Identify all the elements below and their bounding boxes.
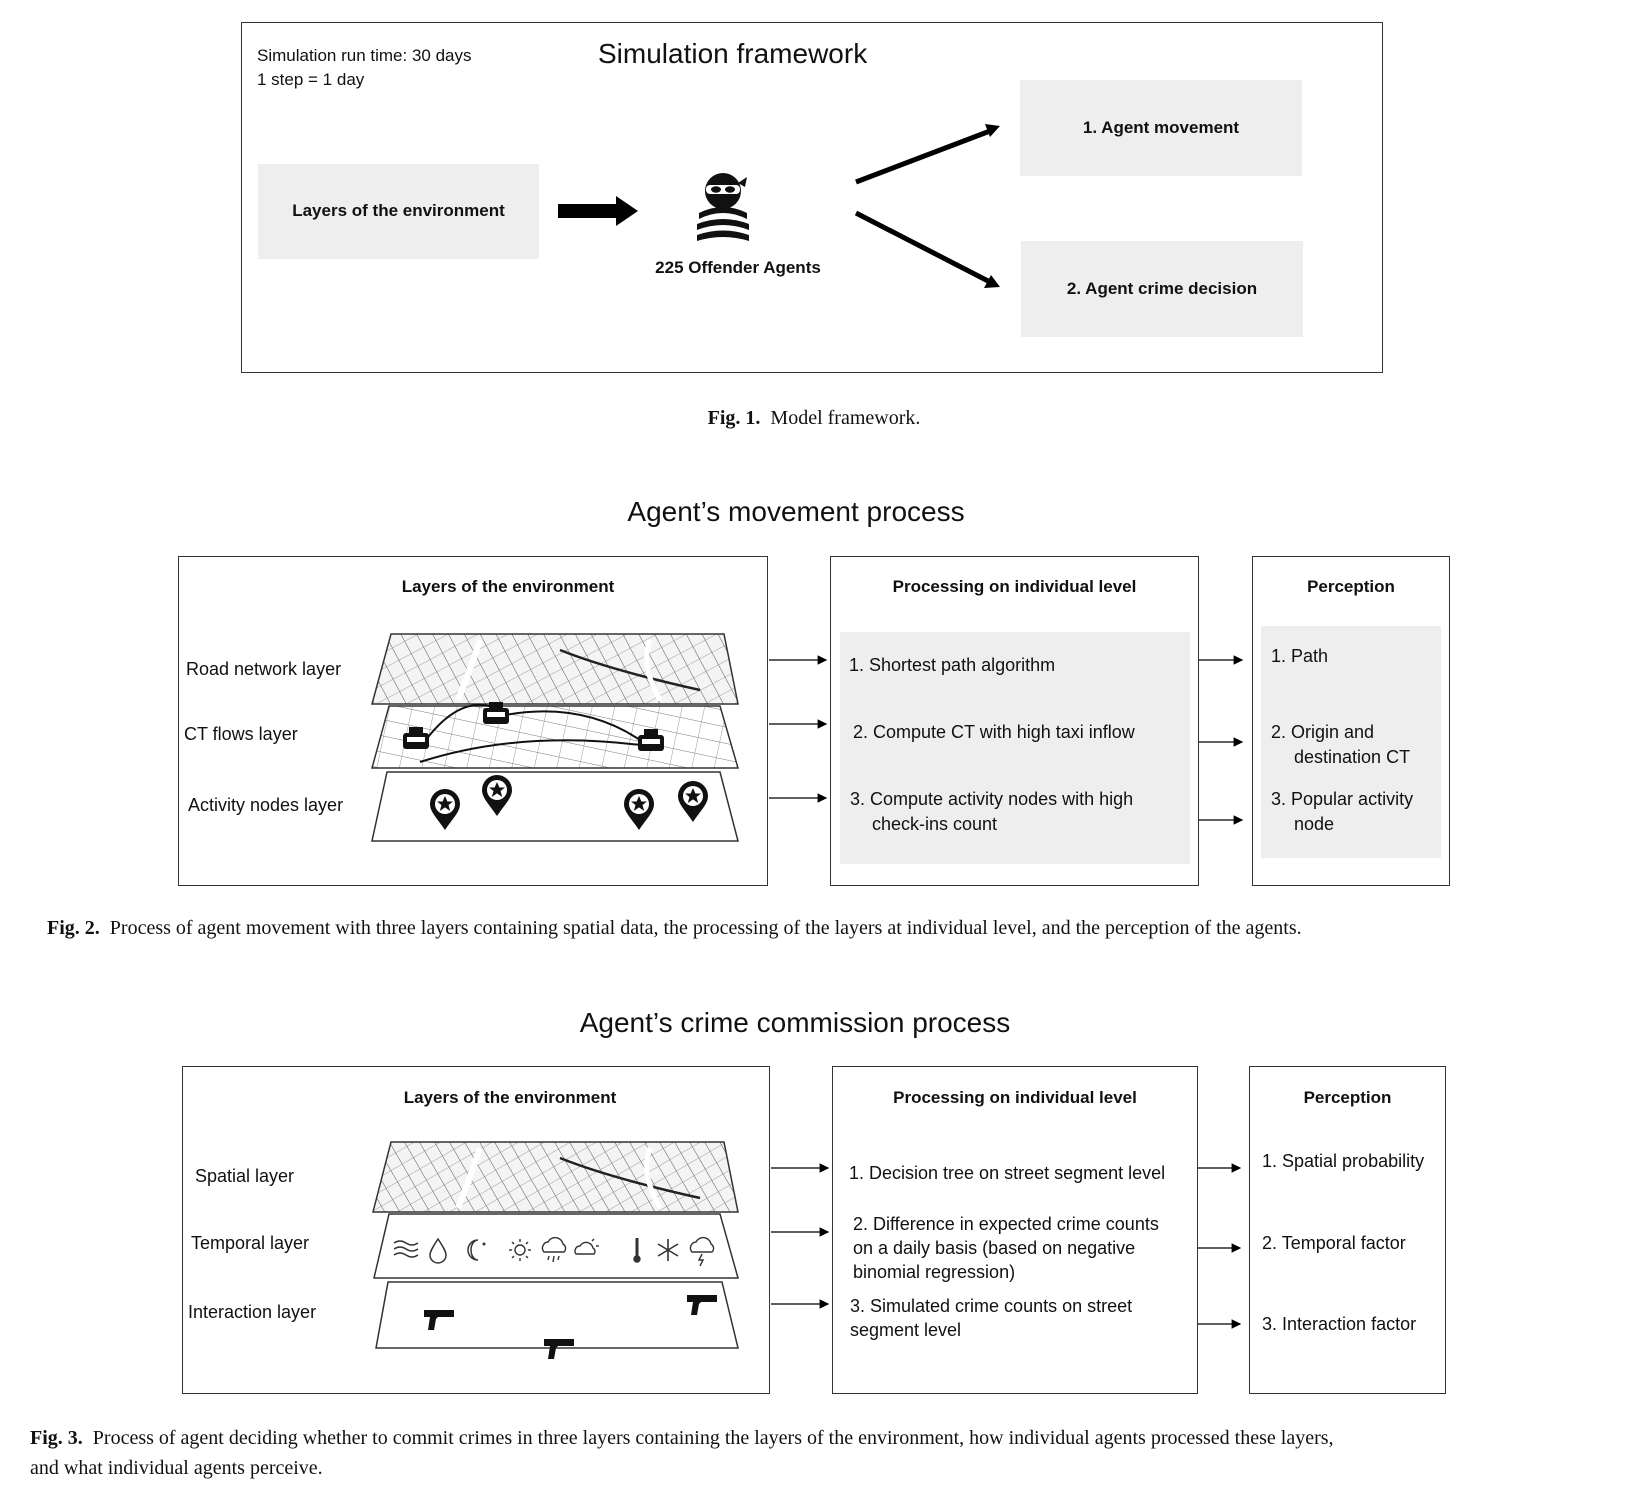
fig2-proc-item-3a: 3. Compute activity nodes with high — [850, 789, 1134, 809]
fig2-proc-header: Processing on individual level — [892, 577, 1137, 596]
fig1-outcome2-box — [1021, 241, 1303, 337]
fig2-activity-nodes-map — [371, 771, 739, 842]
fig2-perc-item-2a: 2. Origin and — [1271, 722, 1375, 742]
fig2-perc-item-3a: 3. Popular activity — [1271, 789, 1414, 809]
fig3-caption-label: Fig. 3. — [30, 1427, 83, 1449]
fig2-layer-label-activity: Activity nodes layer — [188, 795, 344, 815]
fig3-title: Agent’s crime commission process — [579, 1007, 1011, 1038]
fig2-layer-label-ct: CT flows layer — [184, 724, 298, 744]
fig2-proc-item-2: 2. Compute CT with high taxi inflow — [853, 722, 1135, 742]
fig1-outcome1-box — [1020, 80, 1302, 176]
fig3-caption-line1: Fig. 3. Process of agent deciding whethe… — [30, 1423, 1610, 1453]
fig2-layer-label-road: Road network layer — [186, 659, 342, 679]
fig3-interaction-layer — [375, 1281, 739, 1359]
rain-cloud-icon — [541, 1236, 567, 1263]
fig2-ct-flows-map — [371, 702, 739, 769]
fig2-perc-item-3b: node — [1294, 814, 1335, 834]
taxi-icon — [403, 727, 429, 749]
fig2-road-network-map — [371, 633, 739, 705]
taxi-icon — [638, 729, 664, 751]
fig2-proc-item-1: 1. Shortest path algorithm — [849, 655, 1056, 675]
fig2-perc-item-2b: destination CT — [1294, 747, 1411, 767]
fig3-proc-item-2c: binomial regression) — [853, 1262, 1016, 1282]
fig3-caption-text-line2: and what individual agents perceive. — [30, 1457, 323, 1479]
fig3-temporal-layer — [373, 1213, 739, 1279]
fig3-caption: Fig. 3. Process of agent deciding whethe… — [30, 1423, 1610, 1483]
fig3-perc-item-3: 3. Interaction factor — [1262, 1314, 1417, 1334]
fig1-caption-label: Fig. 1. — [707, 407, 761, 429]
fig1-layers-label: Layers of the environment — [292, 201, 505, 220]
fig2-caption-label: Fig. 2. — [47, 917, 100, 939]
offender-agent-icon — [697, 173, 749, 241]
fig3-layer-label-interaction: Interaction layer — [188, 1302, 317, 1322]
fig1-arrow-up-line — [855, 128, 991, 185]
fig3-proc-item-2b: on a daily basis (based on negative — [853, 1238, 1136, 1258]
fig1-arrow-down-head — [984, 275, 1000, 288]
fig3-proc-panel — [832, 1066, 1198, 1394]
star-pin-icon — [624, 789, 654, 830]
fig2-proc-grey — [840, 632, 1190, 864]
fig1-title: Simulation framework — [598, 38, 868, 69]
fig3-perc-panel — [1249, 1066, 1446, 1394]
fig2-caption: Fig. 2. Process of agent movement with t… — [47, 913, 1607, 943]
fig1-caption-text: Model framework. — [770, 407, 921, 429]
fig1-caption: Fig. 1. Model framework. — [0, 403, 1628, 433]
fig1-outcome1-label: 1. Agent movement — [1082, 118, 1240, 137]
fig3-caption-text-line1: Process of agent deciding whether to com… — [92, 1427, 1334, 1449]
storm-cloud-icon — [689, 1236, 715, 1267]
fig1-runtime-line1: Simulation run time: 30 days — [257, 46, 472, 65]
fig3-proc-item-2a: 2. Difference in expected crime counts — [853, 1214, 1159, 1234]
star-pin-icon — [430, 789, 460, 830]
fig1-layers-box — [258, 164, 539, 259]
fig1-arrow-down-line — [854, 210, 992, 285]
fig3-proc-item-3a: 3. Simulated crime counts on street — [850, 1296, 1133, 1316]
star-pin-icon — [678, 781, 708, 822]
taxi-icon — [483, 702, 509, 724]
wind-icon — [393, 1240, 419, 1258]
gun-icon — [544, 1339, 574, 1359]
fig1-arrow-up-head — [985, 124, 1000, 137]
fig3-layer-label-spatial: Spatial layer — [195, 1166, 295, 1186]
fig3-perc-item-1: 1. Spatial probability — [1262, 1151, 1425, 1171]
fig2-proc-item-3b: check-ins count — [872, 814, 998, 834]
fig1-thick-arrow — [558, 196, 638, 226]
fig3-spatial-map — [372, 1141, 739, 1213]
fig3-perc-header: Perception — [1303, 1088, 1392, 1107]
gun-icon — [687, 1295, 717, 1315]
fig1-agents-label: 225 Offender Agents — [655, 258, 821, 277]
fig3-proc-header: Processing on individual level — [893, 1088, 1137, 1107]
thermometer-icon — [633, 1238, 641, 1263]
fig2-perc-item-1: 1. Path — [1271, 646, 1329, 666]
fig2-perc-header: Perception — [1307, 577, 1395, 596]
fig1-runtime-line2: 1 step = 1 day — [257, 70, 365, 89]
fig3-env-header: Layers of the environment — [403, 1088, 617, 1107]
drop-icon — [429, 1237, 447, 1264]
partly-cloudy-icon — [574, 1238, 599, 1255]
sun-icon — [509, 1239, 531, 1261]
moon-icon — [467, 1239, 486, 1261]
fig2-perc-grey — [1261, 626, 1441, 858]
gun-icon — [424, 1310, 454, 1330]
fig3-perc-item-2: 2. Temporal factor — [1262, 1233, 1406, 1253]
fig3-layer-label-temporal: Temporal layer — [191, 1233, 310, 1253]
star-pin-icon — [482, 775, 512, 816]
fig3-proc-item-1: 1. Decision tree on street segment level — [849, 1163, 1166, 1183]
fig1-outcome2-label: 2. Agent crime decision — [1066, 279, 1258, 298]
fig2-caption-text: Process of agent movement with three lay… — [109, 917, 1302, 939]
snowflake-icon — [657, 1239, 679, 1261]
fig2-env-header: Layers of the environment — [401, 577, 615, 596]
fig3-proc-item-3b: segment level — [850, 1320, 962, 1340]
fig2-title: Agent’s movement process — [627, 496, 965, 527]
